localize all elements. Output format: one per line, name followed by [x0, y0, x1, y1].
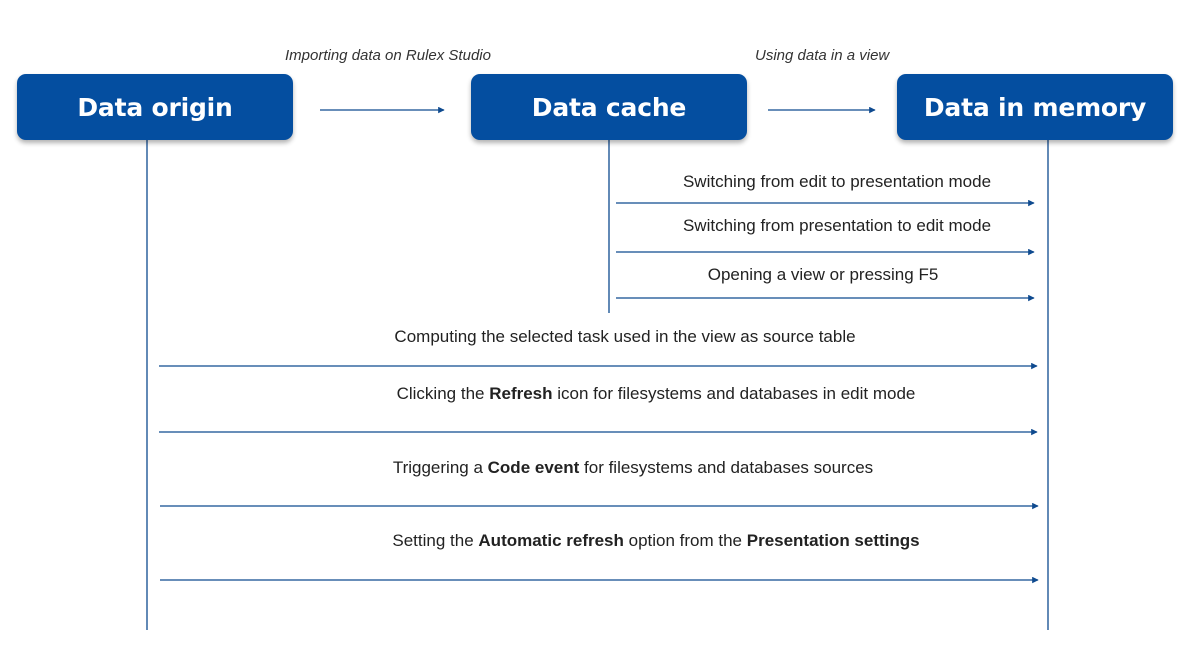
origin-flow-label-text: option from the [623, 531, 747, 550]
origin-flow-label-emphasis: Presentation settings [746, 531, 920, 550]
import-caption: Importing data on Rulex Studio [285, 47, 491, 64]
data-in-memory-node: Data in memory [897, 74, 1173, 140]
origin-flow-label-text: Triggering a [392, 458, 488, 477]
origin-flow-label: Triggering a Code event for filesystems … [393, 458, 873, 478]
origin-flow-label: Setting the Automatic refresh option fro… [392, 531, 919, 551]
origin-flow-label-text: for filesystems and databases sources [579, 458, 874, 477]
origin-flow-label: Clicking the Refresh icon for filesystem… [397, 384, 916, 404]
origin-flow-label-text: Setting the [392, 531, 479, 550]
cache-flow-label: Opening a view or pressing F5 [707, 265, 939, 284]
origin-flow-label: Computing the selected task used in the … [394, 327, 856, 346]
data-origin-node: Data origin [17, 74, 293, 140]
cache-flow-label: Switching from presentation to edit mode [682, 216, 992, 235]
data-cache-node: Data cache [471, 74, 747, 140]
origin-flow-label-emphasis: Refresh [489, 384, 553, 403]
cache-flow-label: Switching from edit to presentation mode [682, 172, 992, 191]
view-caption: Using data in a view [755, 47, 890, 64]
origin-flow-label-emphasis: Code event [487, 458, 580, 477]
origin-flow-label-emphasis: Automatic refresh [478, 531, 624, 550]
origin-flow-label-text: icon for filesystems and databases in ed… [552, 384, 916, 403]
origin-flow-label-text: Clicking the [396, 384, 490, 403]
